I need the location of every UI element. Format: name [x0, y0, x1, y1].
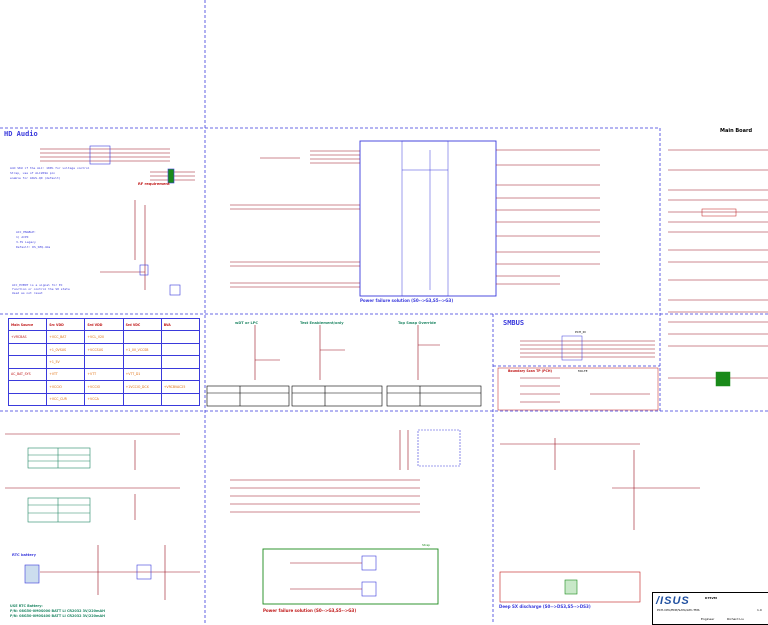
table-cell: +VCL_V20 — [84, 330, 124, 344]
table-cell — [160, 392, 201, 407]
table-cell: +VCC_BAT — [46, 330, 86, 344]
table-header-cell: Srd VDC — [122, 317, 162, 332]
rf-requirement-label: RF requirement — [138, 182, 170, 186]
table-cell: +1_0V_VCCSB — [122, 342, 162, 357]
table-cell: +VRCBVAC25 — [160, 380, 201, 394]
power-failure-bottom-title: Power failure solution (S0-->G3,S5-->G3) — [263, 608, 357, 613]
table-cell: +VTT — [46, 367, 86, 382]
lpc-note-4: Default: DS_SEQ-4ms — [16, 245, 51, 249]
engineer-name: Richard Liu — [727, 617, 744, 621]
smbus-title: SMBUS — [503, 319, 525, 327]
table-cell: +1_5V — [46, 355, 86, 369]
table-cell: +VTT — [84, 367, 124, 382]
table-header-row: Main Source Src VDD Srd VDD Srd VDC BVA — [7, 317, 201, 332]
power-failure-top-title: Power failure solution (S0-->G3,S5-->G3) — [360, 298, 454, 303]
power-source-table: Main Source Src VDD Srd VDD Srd VDC BVA … — [7, 317, 201, 407]
lpc-note-3: 3.3V Legacy — [16, 240, 36, 244]
table-cell — [7, 380, 48, 394]
table-cell: +VCCA — [84, 392, 124, 407]
sheet-title: PCH-CPU/EDP/SATA/LPC-TMS — [657, 608, 700, 612]
table-cell — [160, 367, 201, 382]
hd-audio-note-2: Strap, use of ALC269A pin — [10, 171, 56, 175]
table-cell — [122, 355, 162, 369]
table-header-cell: Src VDD — [46, 317, 86, 332]
table-cell — [7, 342, 48, 357]
lpc-note-2: 1) ACPI — [16, 235, 29, 239]
table-cell: +1_0VSUS — [46, 342, 86, 357]
rtc-battery-note-3: P/N: 08G50-0M0S400 BATT LI CR2032 3V/220… — [10, 614, 105, 618]
hd-audio-note-3: enable for ASUS-QD (default) — [10, 176, 61, 180]
rtc-circuit — [5, 433, 200, 600]
rtc-battery-title: RTC battery — [12, 553, 36, 557]
hd-audio-circuit — [40, 148, 195, 290]
table-header-cell: Main Source — [7, 317, 48, 332]
hd-audio-note-1: Add SKU if the ALC: 100% for voltage con… — [10, 166, 90, 170]
table-cell: +VCCIO — [46, 380, 86, 394]
pch-id-label: PCH_ID — [575, 330, 586, 334]
right-connector-strip — [668, 149, 768, 387]
table-row: +1_5V — [7, 355, 201, 369]
smbus-circuit — [520, 335, 655, 361]
deep-sx-title: Deep SX discharge (S0-->DS3,S5-->DS3) — [499, 604, 591, 609]
esd-note-3: Used as not reset — [12, 291, 43, 295]
strap-label: Strap — [422, 543, 431, 547]
table-cell: +VRCBAS — [7, 330, 48, 344]
table-cell: +1VCCIO_DCX — [122, 380, 162, 394]
strap-circuits — [254, 325, 440, 380]
table-cell: AC_BAT_SYS — [7, 367, 48, 382]
power-failure-fets — [290, 555, 377, 597]
table-row: +VCCIO +VCCIO +1VCCIO_DCX +VRCBVAC25 — [7, 380, 201, 394]
mio-label: MO-TE — [578, 369, 588, 373]
boundary-scan — [497, 367, 659, 411]
wdt-label: wDT or LPC — [235, 321, 259, 325]
table-cell — [160, 355, 201, 369]
table-cell — [7, 355, 48, 369]
power-failure-circuit — [230, 429, 461, 513]
esd-note-1: ACC_EVENT is a signal for EC — [12, 283, 63, 287]
table-cell — [122, 330, 162, 344]
table-cell — [84, 355, 124, 369]
top-swap-label: Top Swap Override — [398, 321, 437, 325]
deep-sx-circuit — [499, 438, 700, 603]
main-board-title: Main Board — [720, 128, 753, 134]
table-header-cell: BVA — [160, 317, 201, 332]
asus-logo: /ISUS — [656, 595, 690, 607]
hd-audio-title: HD Audio — [4, 130, 38, 138]
strap-tables — [206, 385, 482, 407]
pch-symbol — [230, 140, 600, 297]
table-cell: +VTT_D1 — [122, 367, 162, 382]
revision: 1.0 — [757, 608, 762, 612]
rtc-info-boxes — [27, 447, 91, 523]
model-name: K75VM — [705, 596, 717, 600]
table-cell: +VCCSUS — [84, 342, 124, 357]
hd-audio-components — [89, 145, 181, 296]
table-row: +1_0VSUS +VCCSUS +1_0V_VCCSB — [7, 342, 201, 357]
table-header-cell: Srd VDD — [84, 317, 124, 332]
table-cell — [160, 330, 201, 344]
table-cell: +VCCIO — [84, 380, 124, 394]
boundary-scan-label: Boundary Scan TP (PCH) — [508, 369, 552, 373]
title-block: /ISUS K75VM PCH-CPU/EDP/SATA/LPC-TMS Eng… — [652, 592, 768, 625]
esd-note-2: function or control the S0 state — [12, 287, 70, 291]
engineer-label: Engineer — [701, 617, 715, 621]
table-row: +VCC_CUR +VCCA — [7, 392, 201, 407]
rtc-battery-note-1: USE RTC Battery: — [10, 604, 43, 608]
test-enable-label: Test Enablement/only — [300, 321, 344, 325]
table-row: AC_BAT_SYS +VTT +VTT +VTT_D1 — [7, 367, 201, 382]
table-cell — [160, 342, 201, 357]
power-failure-box — [262, 548, 439, 605]
table-cell — [7, 392, 48, 407]
table-row: +VRCBAS +VCC_BAT +VCL_V20 — [7, 330, 201, 344]
table-cell: +VCC_CUR — [46, 392, 86, 407]
table-cell — [122, 392, 162, 407]
rtc-battery-note-2: P/N: 08G50-0M0S000 BATT LI CR2032 3V/220… — [10, 609, 105, 613]
lpc-note-1: ACC_ENABLE: — [16, 230, 36, 234]
